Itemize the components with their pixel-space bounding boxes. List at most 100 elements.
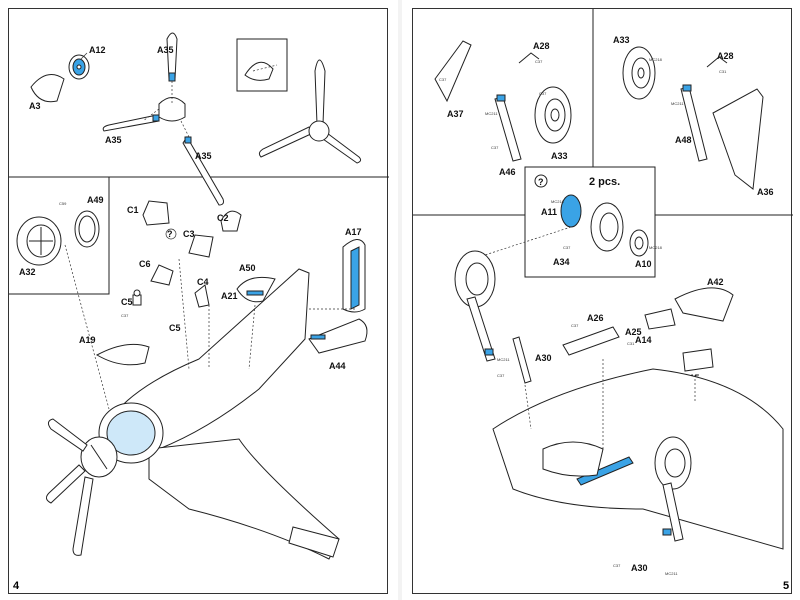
label-A48: A48	[675, 135, 692, 145]
paint-code-C59: C59	[59, 201, 67, 206]
page-gutter	[398, 0, 402, 600]
wheel-detail-callout	[524, 166, 656, 278]
label-A25: A25	[625, 327, 642, 337]
paint-code-MC218-c: MC218	[649, 245, 663, 250]
page-number-left: 4	[13, 580, 20, 592]
link-A28-right	[706, 56, 728, 68]
label-C5: C5	[121, 297, 133, 307]
paint-code-MC218-b: MC218	[551, 199, 565, 204]
paint-code-C137-a: C37	[539, 91, 547, 96]
left-page-drawing: A3 A12 A35 A35 A35 A32 A	[9, 32, 389, 592]
label-C3: C3	[183, 229, 195, 239]
label-A35-top: A35	[157, 45, 174, 55]
page-number-right: 5	[783, 580, 789, 592]
part-A14	[644, 308, 676, 330]
label-A50: A50	[239, 263, 256, 273]
gear-leg-lower-right	[662, 482, 684, 542]
instruction-page-left: A3 A12 A35 A35 A35 A32 A	[8, 8, 389, 594]
label-A46: A46	[499, 167, 516, 177]
paint-code-C31: C31	[719, 69, 727, 74]
part-C1	[142, 200, 170, 226]
label-A44: A44	[329, 361, 346, 371]
gear-leg-A48	[680, 84, 708, 162]
paint-code-MC211-b: MC211	[671, 101, 684, 106]
label-A32: A32	[19, 267, 36, 277]
label-A3: A3	[29, 101, 41, 111]
label-A28-left: A28	[533, 41, 550, 51]
fuselage-outline	[80, 268, 340, 560]
label-A35-right: A35	[195, 151, 212, 161]
paint-code-C37-e: C37	[497, 373, 505, 378]
label-A11: A11	[541, 207, 557, 217]
gear-leg-lower-left	[466, 296, 496, 362]
paint-code-MC218-a: MC218	[649, 57, 663, 62]
paint-code-MC211-c: MC211	[497, 357, 510, 362]
label-C1: C1	[127, 205, 139, 215]
engine-face-pe-part	[74, 210, 100, 248]
link-A28-left	[518, 52, 540, 64]
fin-part-A17	[342, 239, 366, 313]
part-C2	[220, 210, 242, 232]
part-A15	[682, 348, 714, 372]
label-A19: A19	[79, 335, 96, 345]
label-A14: A14	[635, 335, 652, 345]
wheel-A33-right	[622, 46, 656, 100]
part-C4	[194, 284, 210, 308]
gear-door-A37	[434, 40, 472, 103]
part-C6	[150, 264, 174, 286]
label-A36: A36	[757, 187, 774, 197]
paint-code-C37-b: C37	[491, 145, 499, 150]
label-A12: A12	[89, 45, 106, 55]
wheel-A33-left	[534, 86, 572, 144]
paint-code-C37-g: C37	[613, 563, 621, 568]
paint-code-C31-b: C31	[627, 341, 635, 346]
label-A21: A21	[221, 291, 238, 301]
part-C5	[132, 289, 142, 306]
panel-A26	[562, 326, 620, 356]
paint-code-MC211-d: MC211	[665, 571, 678, 576]
gear-leg-A46	[494, 94, 522, 162]
spinner-detail-inset	[236, 38, 288, 92]
label-A30-upper: A30	[535, 353, 552, 363]
label-A33-right: A33	[613, 35, 630, 45]
callout-question: ?	[538, 177, 544, 187]
section-box-outline	[9, 177, 110, 295]
stabilizer-part-A44	[308, 318, 368, 354]
label-A34: A34	[553, 257, 570, 267]
propeller-assembly	[102, 32, 224, 206]
label-A42: A42	[707, 277, 724, 287]
label-A26: A26	[587, 313, 604, 323]
label-A10: A10	[635, 259, 652, 269]
prop-on-fuselage	[45, 418, 94, 556]
callout-two-pcs: 2 pcs.	[589, 176, 620, 188]
gear-door-A36	[712, 88, 764, 190]
label-A30-lower: A30	[631, 563, 648, 573]
paint-code-C37-left: C37	[121, 313, 129, 318]
wheel-A34	[590, 202, 624, 252]
part-A19	[95, 343, 150, 366]
part-A30-upper	[512, 336, 532, 384]
wheel-lower-right	[654, 436, 692, 490]
label-C5b: C5	[169, 323, 181, 333]
assembled-propeller-view	[258, 59, 362, 164]
part-C3	[188, 234, 214, 258]
label-A33-left: A33	[551, 151, 568, 161]
instruction-page-right: A37 C37 A46 MC211 C37 A28 C37 A33 C37 A3…	[412, 8, 793, 594]
label-A35-left: A35	[105, 135, 122, 145]
paint-code-C37-d: C37	[563, 245, 571, 250]
label-C2: C2	[217, 213, 229, 223]
cowl-front-part	[16, 216, 62, 266]
wheel-face-A10	[629, 229, 649, 257]
label-C4: C4	[197, 277, 209, 287]
spinner-cone-part	[30, 74, 65, 103]
paint-code-C37-c: C37	[535, 59, 543, 64]
wheel-lower-left	[454, 250, 496, 308]
label-A28-right: A28	[717, 51, 734, 61]
paint-code-C37-f: C37	[571, 323, 579, 328]
right-page-drawing: A37 C37 A46 MC211 C37 A28 C37 A33 C37 A3…	[413, 9, 793, 592]
paint-code-C37-a: C37	[439, 77, 447, 82]
fuselage-underside	[492, 368, 784, 550]
label-A37: A37	[447, 109, 464, 119]
label-A17: A17	[345, 227, 362, 237]
label-A49: A49	[87, 195, 104, 205]
